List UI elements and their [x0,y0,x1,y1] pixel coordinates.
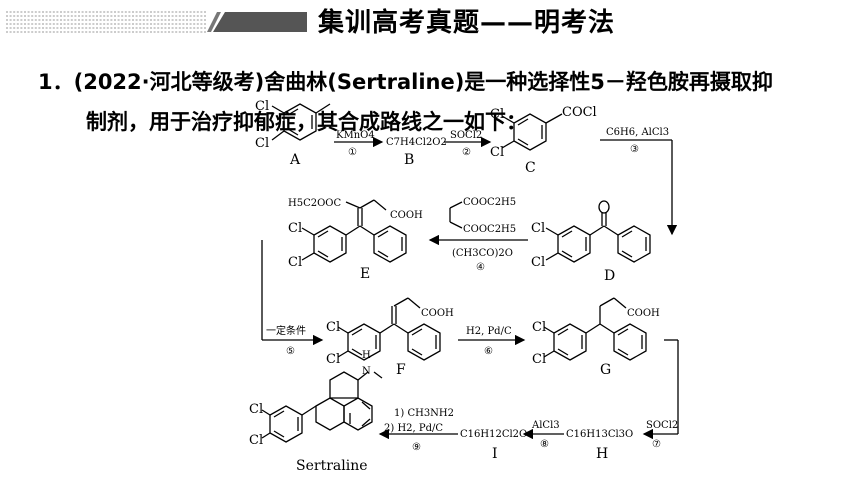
G-cl-bottom: Cl [532,352,546,367]
C-cl-bottom: Cl [490,145,504,160]
reagent-4-ester-top: COOC2H5 [463,197,516,208]
reagent-7: SOCl2 [646,420,678,431]
C-cl-top: Cl [490,107,504,122]
compound-D: Cl Cl D [531,200,651,284]
label-B: B [404,152,414,168]
D-cl-top: Cl [531,221,545,236]
sertraline-nh-h: H [362,350,371,361]
reagent-9b: 2) H2, Pd/C [384,423,443,434]
formula-I: C16H12Cl2O [460,429,527,440]
sertraline-n: N [362,366,371,377]
D-cl-bottom: Cl [531,255,545,270]
G-cooh: COOH [627,308,660,319]
compound-E: H5C2OOC COOH Cl Cl E [288,198,423,282]
reagent-4-ester-bottom: COOC2H5 [463,224,516,235]
header-decor-lines [6,11,206,33]
E-ester: H5C2OOC [288,198,341,209]
F-cooh: COOH [421,308,454,319]
step-8-number: ⑧ [540,439,549,450]
sertraline-cl-top: Cl [249,402,263,417]
step-3-number: ③ [630,144,639,155]
E-cl-bottom: Cl [288,255,302,270]
step-6-number: ⑥ [484,346,493,357]
F-cl-top: Cl [326,320,340,335]
compound-F: COOH Cl Cl F [326,297,454,378]
sertraline-cl-bottom: Cl [249,433,263,448]
reagent-2: SOCl2 [450,130,482,141]
question-text-line-1: 1．(2022·河北等级考)舍曲林(Sertraline)是一种选择性5－羟色胺… [38,70,773,94]
G-cl-top: Cl [532,320,546,335]
question-text-line-2: 制剂，用于治疗抑郁症，其合成路线之一如下： [86,110,527,134]
label-F: F [396,362,406,378]
step-1-number: ① [348,147,357,158]
header-decor-bar [207,12,307,32]
formula-H: C16H13Cl3O [566,429,633,440]
step-5-number: ⑤ [286,346,295,357]
F-cl-bottom: Cl [326,352,340,367]
label-D: D [604,268,615,284]
C-cocl: COCl [562,105,597,120]
reagent-4-structure: COOC2H5 COOC2H5 [449,197,516,235]
label-G: G [600,362,611,378]
reagent-9a: 1) CH3NH2 [394,408,454,419]
A-cl-bottom: Cl [255,136,269,151]
A-cl-top: Cl [255,99,269,114]
reagent-6: H2, Pd/C [466,326,512,337]
step-9-number: ⑨ [412,442,421,453]
step-2-number: ② [462,147,471,158]
compound-G: COOH Cl Cl G [532,297,660,378]
label-A: A [289,152,301,168]
reagent-4: (CH3CO)2O [452,248,513,259]
reagent-8: AlCl3 [531,420,560,431]
E-cooh: COOH [390,210,423,221]
label-sertraline: Sertraline [296,458,368,474]
compound-C: Cl Cl COCl C [490,105,597,176]
E-cl-top: Cl [288,221,302,236]
formula-B: C7H4Cl2O2 [386,137,447,148]
reagent-3: C6H6, AlCl3 [606,127,669,138]
label-E: E [360,266,370,282]
reagent-5: 一定条件 [266,324,306,337]
label-C: C [525,160,536,176]
label-I: I [492,446,498,462]
label-H: H [596,446,608,462]
step-7-number: ⑦ [652,439,661,450]
step-4-number: ④ [476,262,485,273]
section-title: 集训高考真题——明考法 [318,8,616,38]
compound-A: Cl Cl A [255,99,331,168]
reagent-1: KMnO4 [336,130,375,141]
compound-sertraline: N H Cl Cl Sertraline [249,350,383,474]
